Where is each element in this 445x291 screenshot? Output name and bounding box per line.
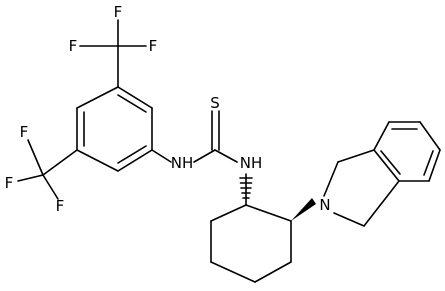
aryl-bond-6 bbox=[76, 86, 119, 109]
bond-c-nh-right bbox=[214, 149, 238, 163]
atom-f-left-1: F bbox=[20, 123, 29, 141]
atom-sulfur: S bbox=[210, 94, 220, 112]
benz-bond-5 bbox=[428, 149, 441, 182]
atom-f-left-3: F bbox=[56, 197, 65, 215]
hashed-wedge-bond bbox=[239, 177, 253, 199]
isoindoline-group bbox=[323, 121, 441, 227]
benz-inner-bond-2 bbox=[423, 150, 434, 176]
bond-n-ch2-upper bbox=[323, 161, 339, 197]
atom-n-isoindoline: N bbox=[319, 196, 330, 214]
cyc-bond-1 bbox=[245, 204, 292, 222]
thiourea-group bbox=[151, 110, 247, 206]
cyc-bond-4 bbox=[210, 261, 256, 283]
bond-c-f-left-1 bbox=[27, 139, 44, 176]
atom-f-top-1: F bbox=[114, 3, 123, 21]
benz-inner-bond-3 bbox=[380, 150, 401, 175]
aryl-inner-bond-2 bbox=[117, 145, 147, 164]
aryl-bond-3 bbox=[117, 149, 153, 172]
atom-f-top-2: F bbox=[69, 37, 78, 55]
cyc-bond-3 bbox=[254, 261, 292, 283]
bond-ch2-lower-c7a bbox=[363, 180, 400, 227]
bond-aryl-nh-left bbox=[151, 149, 172, 163]
cf3-top-group bbox=[79, 19, 147, 88]
cf3-left-group bbox=[17, 139, 78, 200]
cyc-bond-6 bbox=[210, 204, 247, 222]
aryl-inner-bond-1 bbox=[117, 94, 147, 113]
atom-f-top-3: F bbox=[149, 37, 158, 55]
benz-bond-4 bbox=[419, 121, 441, 151]
atom-f-left-2: F bbox=[5, 174, 14, 192]
bond-c-f-left-2 bbox=[17, 174, 44, 182]
bond-ring-cf3-left bbox=[42, 149, 78, 176]
atom-labels: F F F F F F S NH NH N bbox=[5, 3, 331, 215]
benz-bond-2 bbox=[373, 121, 390, 151]
bond-n-ch2-lower bbox=[333, 212, 365, 227]
solid-wedge-bond bbox=[291, 198, 316, 221]
benz-bond-1 bbox=[373, 149, 400, 182]
aryl-bond-4 bbox=[76, 149, 119, 172]
aryl-bond-1 bbox=[117, 86, 153, 109]
bond-ch2-upper-c3a bbox=[337, 149, 375, 163]
bond-c-f-left-3 bbox=[42, 174, 59, 200]
bond-nh-left-c bbox=[193, 149, 216, 163]
atom-nh-right: NH bbox=[240, 154, 263, 172]
cyclohexane-ring bbox=[210, 204, 292, 283]
atom-nh-left: NH bbox=[171, 154, 194, 172]
aryl-ring bbox=[76, 86, 153, 172]
